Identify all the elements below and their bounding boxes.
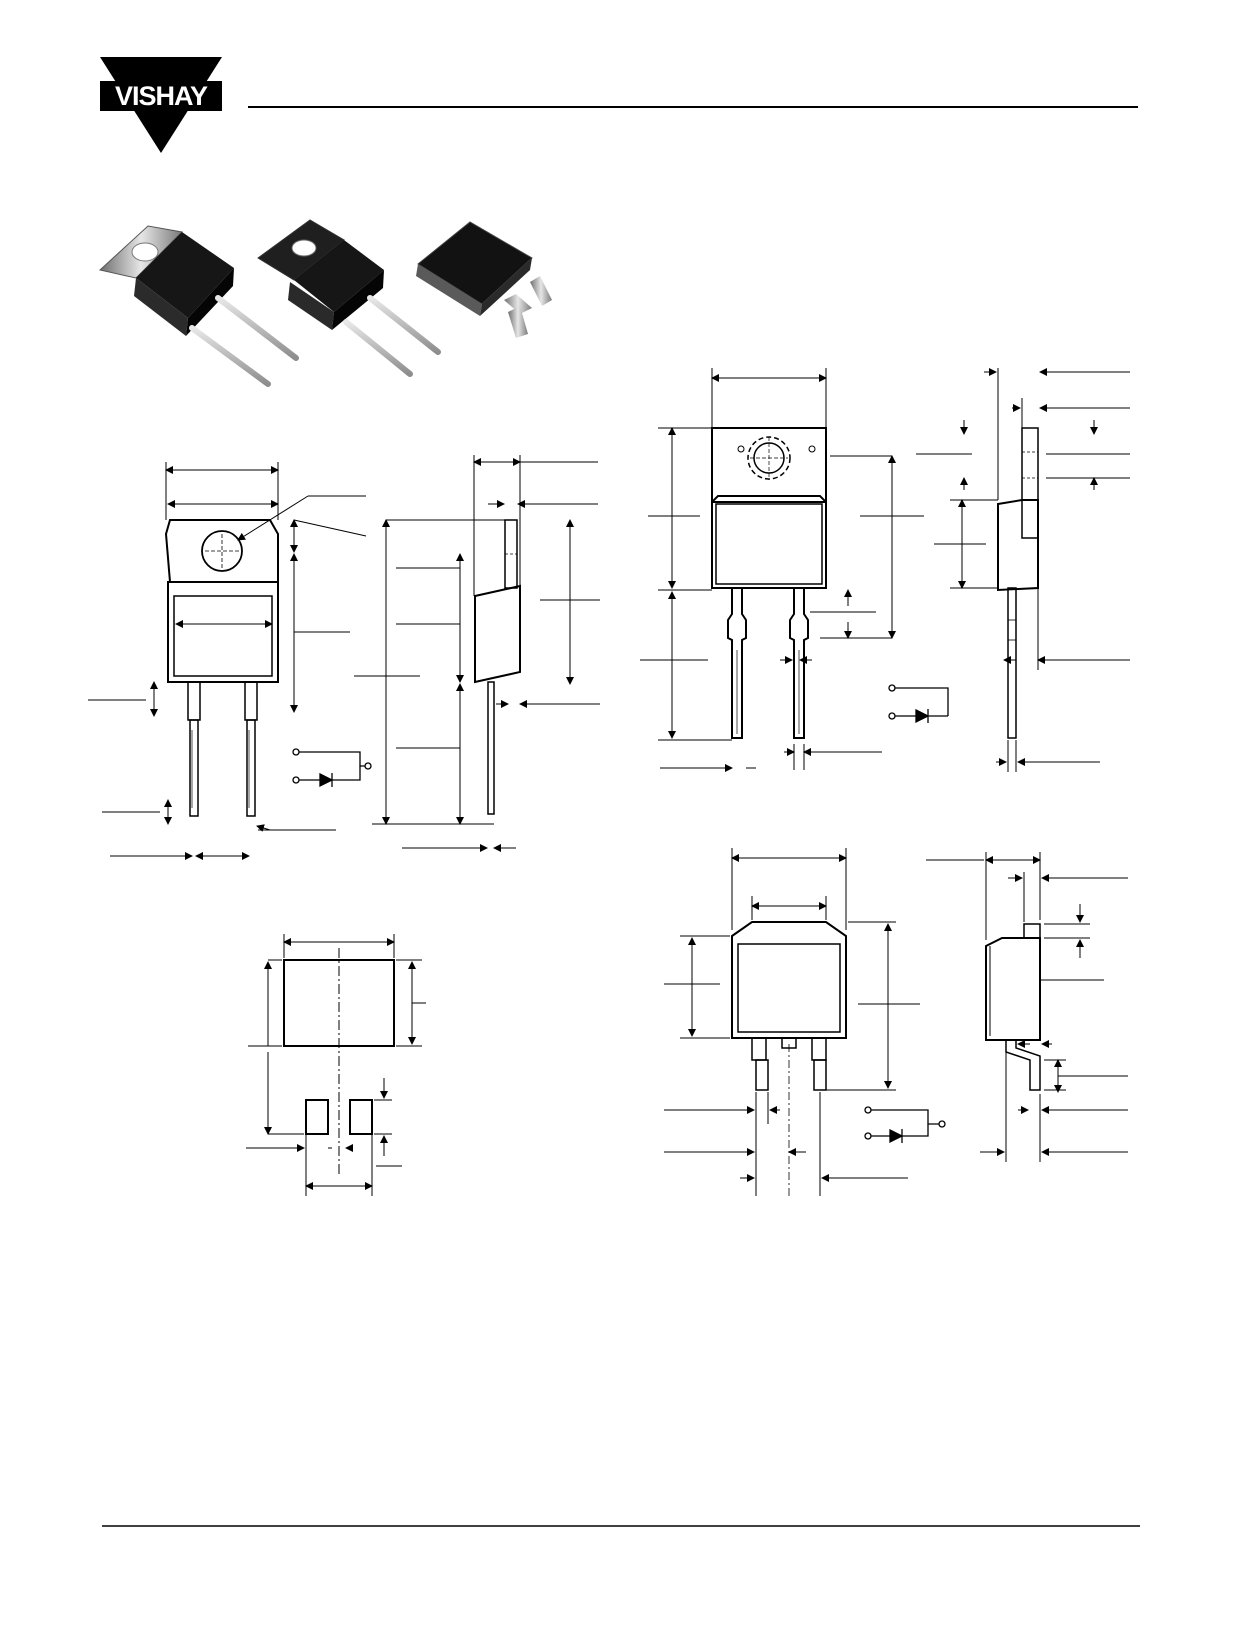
to220ac-outline bbox=[164, 519, 521, 817]
photo-d2pak bbox=[416, 221, 552, 338]
diode-symbol-icon bbox=[864, 1106, 946, 1144]
logo-wordmark: VISHAY bbox=[114, 81, 208, 111]
d2pak-outline bbox=[731, 921, 1041, 1196]
vishay-logo: VISHAY bbox=[100, 55, 222, 155]
fullpak-dimensions bbox=[640, 368, 1130, 772]
diode-symbol-icon bbox=[888, 684, 949, 724]
diode-symbol-icon bbox=[292, 748, 372, 788]
photo-to220 bbox=[98, 225, 299, 387]
d2pak-pad-layout bbox=[246, 934, 426, 1196]
vishay-triangle-logo bbox=[100, 57, 222, 153]
product-photos bbox=[98, 219, 552, 387]
fullpak-outline bbox=[711, 427, 1039, 739]
to220ac-dimensions bbox=[88, 455, 600, 860]
photo-fullpak bbox=[257, 219, 441, 377]
d2pak-dimensions bbox=[664, 848, 1128, 1196]
